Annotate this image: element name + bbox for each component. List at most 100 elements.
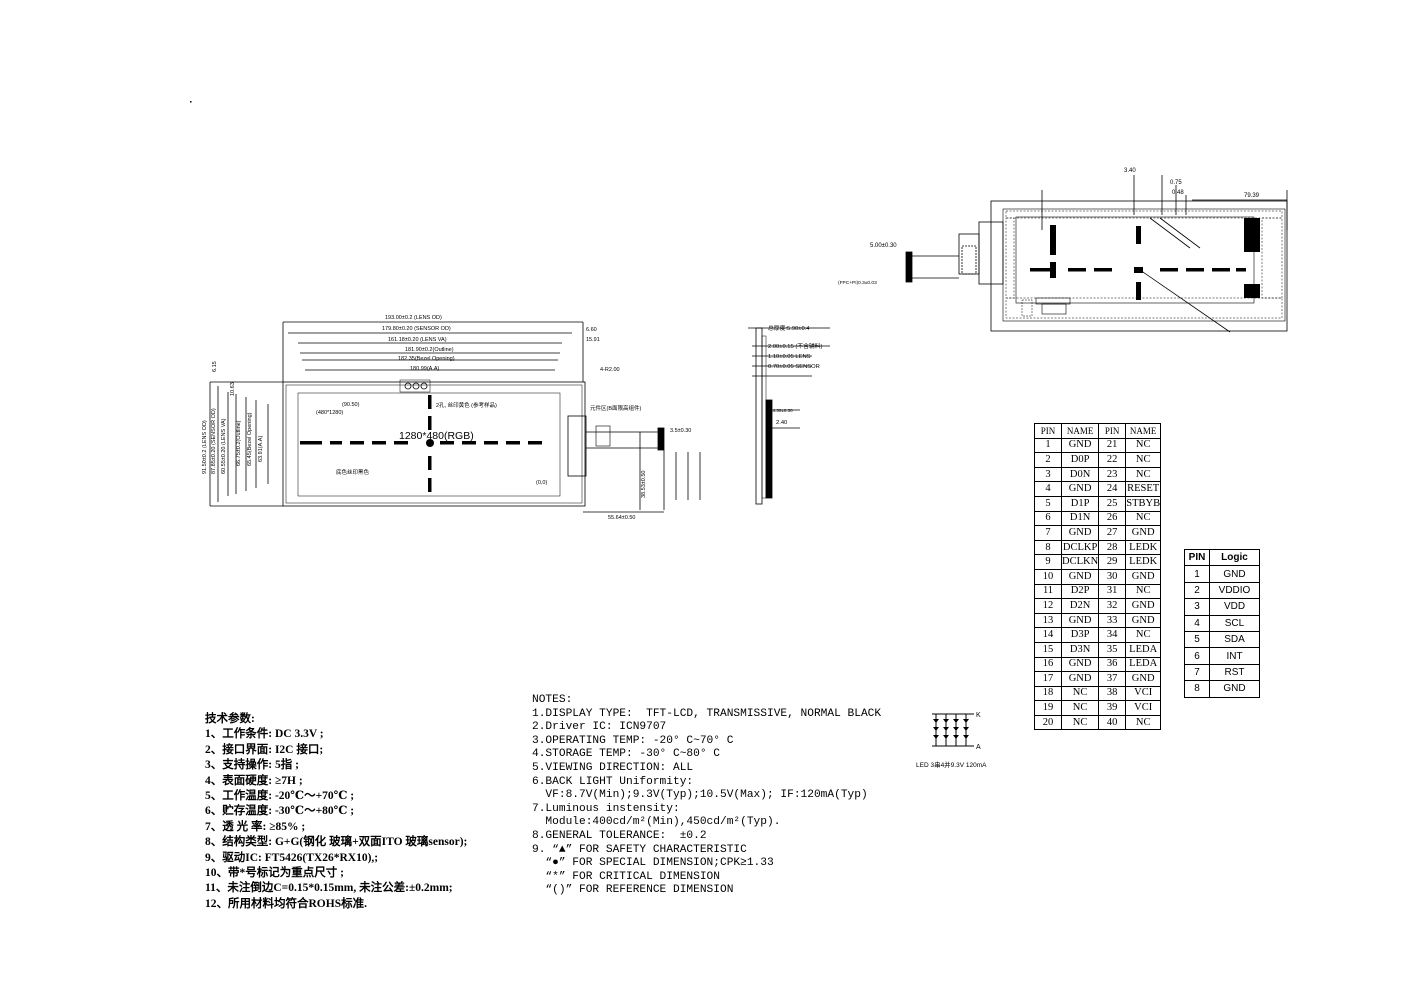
pin-name: NC [1125, 452, 1162, 468]
note-item: 3.OPERATING TEMP: -20° C~70° C [532, 734, 734, 747]
pin-number: 7 [1184, 663, 1210, 682]
pin-name: NC [1125, 437, 1162, 454]
dim-right-2: 15.91 [586, 337, 600, 343]
pin-name: GND [1125, 598, 1162, 614]
pin-number: 13 [1034, 612, 1062, 629]
lens-outline [282, 381, 586, 507]
pin-number: 30 [1098, 568, 1127, 585]
pin-number: 6 [1034, 510, 1062, 527]
tail-length-label: 55.64±0.50 [608, 515, 636, 521]
back-dim-5: 5.00±0.30 [870, 243, 897, 249]
header-pin: PIN [1034, 423, 1062, 439]
dim-center-x: (90.50) [342, 402, 360, 408]
pin-number: 27 [1098, 525, 1127, 541]
logic-table-header: PIN Logic [1184, 548, 1260, 567]
back-dim-4: 79.39 [1244, 193, 1260, 199]
pin-number: 2 [1034, 452, 1062, 468]
pin-name: D2P [1060, 583, 1100, 600]
pin-name: D0P [1060, 452, 1100, 468]
back-outer [990, 200, 1288, 332]
pin-name: LEDK [1125, 539, 1162, 556]
note-item: 2.Driver IC: ICN9707 [532, 721, 667, 734]
pin-number: 8 [1034, 539, 1062, 556]
pin-number: 10 [1034, 568, 1062, 585]
note-item: “●” FOR SPECIAL DIMENSION;CPK≥1.33 [532, 857, 774, 870]
pin-name: GND [1125, 671, 1162, 687]
pin-name: DCLKP [1060, 539, 1100, 556]
pin-name: VCI [1125, 685, 1162, 702]
note-item: 7.Luminous instensity: [532, 802, 680, 815]
pixel-label: (480*1280) [316, 410, 343, 416]
silkscreen-note: 底色丝印黑色 [336, 468, 370, 476]
stray-dot [190, 101, 192, 103]
dim-lens-od: 193.00±0.2 (LENS OD) [385, 315, 442, 321]
note-item: 5.VIEWING DIRECTION: ALL [532, 761, 694, 774]
pin-number: 6 [1184, 647, 1210, 665]
side-view-labels: 总厚度:5.90±0.4 2.00±0.15 (不含辅料) 1.10±0.05 … [768, 324, 822, 426]
led-cathode-label: K [976, 712, 981, 719]
tech-specs-title: 技术参数: [205, 713, 255, 725]
pin-number: 36 [1098, 656, 1127, 673]
front-view [209, 321, 701, 513]
tech-spec-item: 9、驱动IC: FT5426(TX26*RX10),; [205, 851, 379, 864]
dim-aa: 180.99(A.A) [410, 366, 440, 372]
dim-left-aa: 63.91(A.A) [258, 436, 264, 462]
note-item: “*” FOR CRITICAL DIMENSION [532, 870, 720, 883]
pin-logic: SCL [1209, 614, 1260, 632]
pin-number: 34 [1098, 627, 1127, 643]
pin-number: 40 [1098, 714, 1127, 731]
pin-number: 17 [1034, 671, 1062, 687]
tech-spec-item: 11、未注倒边C=0.15*0.15mm, 未注公差:±0.2mm; [205, 882, 453, 895]
back-view [905, 175, 1288, 333]
header-pin: PIN [1184, 548, 1210, 567]
pin-number: 11 [1034, 583, 1062, 600]
side-sensor-thickness: 0.70±0.05 SENSOR [768, 364, 820, 370]
pin-name: RESET [1125, 481, 1162, 497]
pin-number: 15 [1034, 641, 1062, 658]
back-dim-3: 0.48 [1172, 190, 1184, 196]
note-item: VF:8.7V(Min);9.3V(Typ);10.5V(Max); IF:12… [532, 789, 868, 802]
pin-number: 1 [1034, 437, 1062, 454]
front-view-labels: 193.00±0.2 (LENS OD) 179.80±0.20 (SENSOR… [316, 315, 691, 521]
pin-name: GND [1125, 525, 1162, 541]
pin-name: DCLKN [1060, 554, 1100, 570]
pin-number: 1 [1184, 565, 1210, 583]
pin-number: 7 [1034, 525, 1062, 541]
pin-name: NC [1125, 714, 1162, 731]
pin-number: 28 [1098, 539, 1127, 556]
pin-number: 29 [1098, 554, 1127, 570]
tech-spec-item: 5、工作温度: -20℃～+70℃ ; [205, 790, 355, 803]
pin-name: LEDA [1125, 656, 1162, 673]
tech-specs: 技术参数: 1、工作条件: DC 3.3V ; 2、接口界面: I2C 接口; … [205, 712, 467, 912]
pin-number: 3 [1184, 598, 1210, 616]
pin-number: 19 [1034, 700, 1062, 716]
pin-name: D3N [1060, 641, 1100, 658]
pin-name: NC [1125, 583, 1162, 600]
dim-bezel: 182.35(Bezel Opening) [398, 356, 455, 362]
led-matrix-diagram: K A [932, 712, 981, 751]
note-item: 9. “▲” FOR SAFETY CHARACTERISTIC [532, 843, 747, 856]
active-area-outline [297, 392, 561, 497]
header-name: NAME [1060, 423, 1100, 439]
tech-spec-item: 1、工作条件: DC 3.3V ; [205, 728, 324, 741]
tech-spec-item: 4、表面硬度: ≥7H ; [205, 774, 303, 787]
pin-number: 8 [1184, 680, 1210, 698]
pin-number: 31 [1098, 583, 1127, 600]
